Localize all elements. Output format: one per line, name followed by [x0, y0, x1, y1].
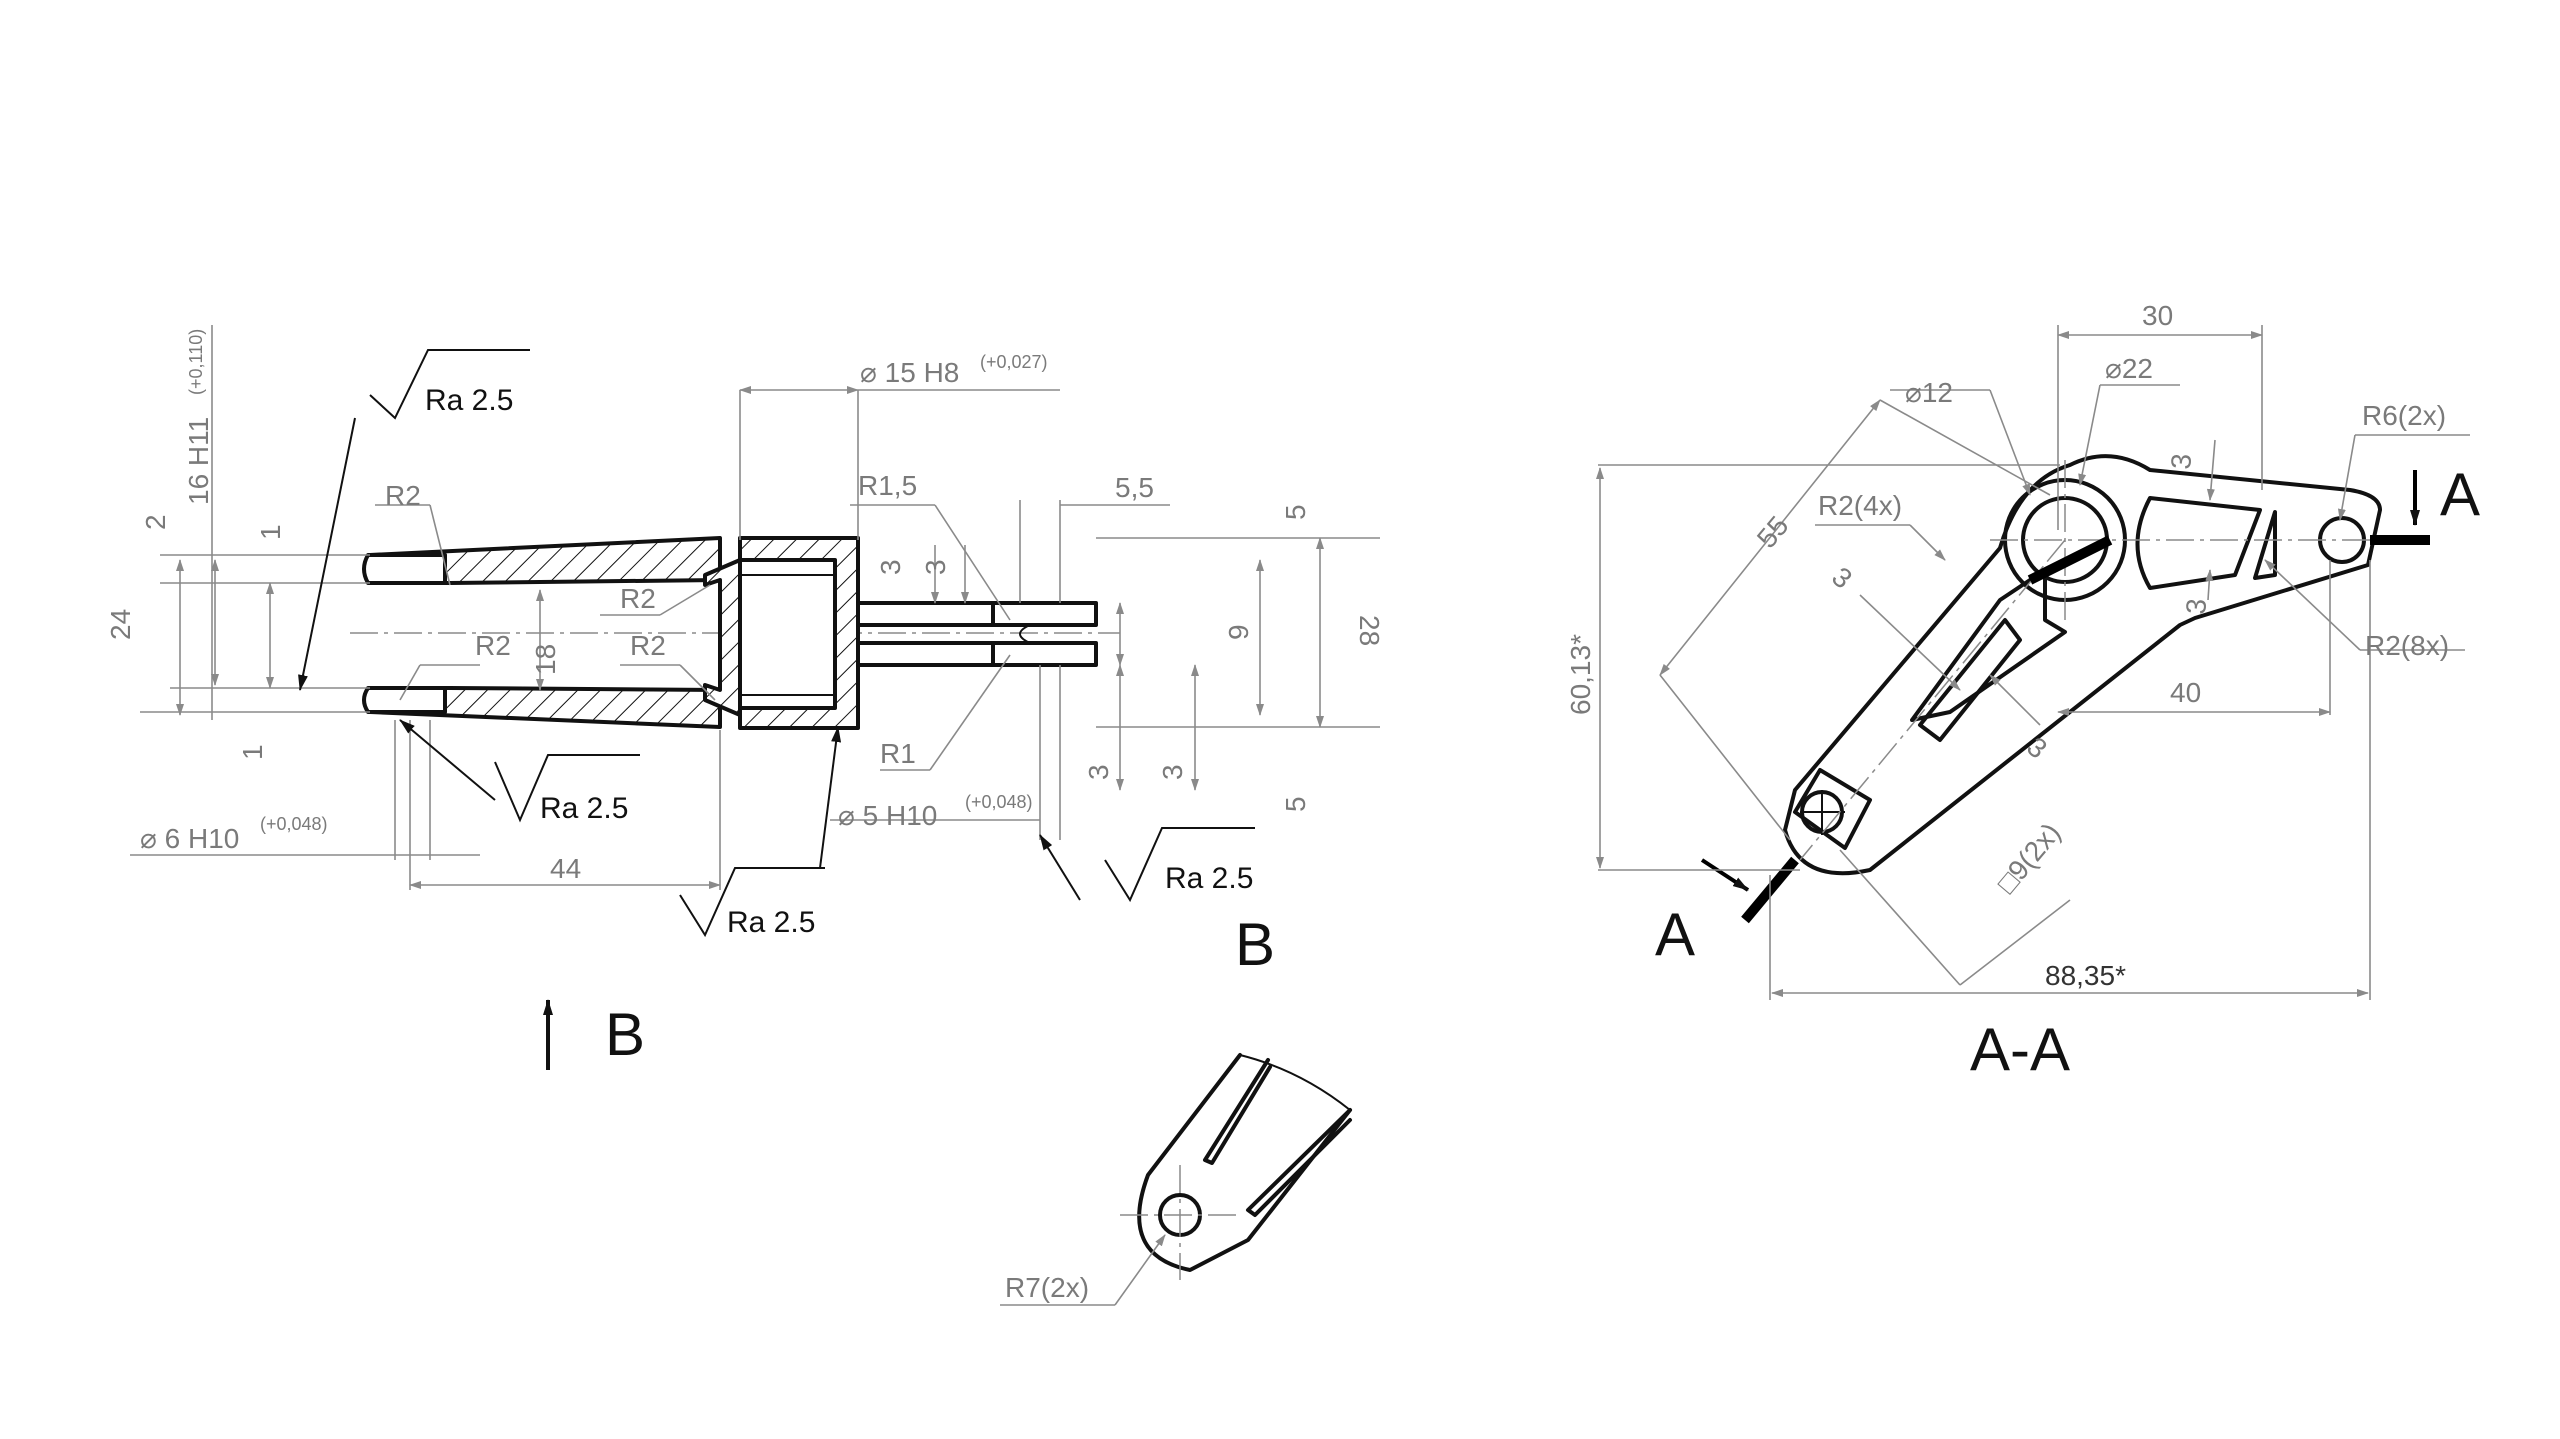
- section-view: 30 ⌀12 ⌀22 R6(2x) 55 R2(4x) 3 3 3 3 R2(8…: [1565, 300, 2480, 1083]
- ra-2: Ra 2.5: [540, 792, 628, 825]
- hub-bore: [738, 558, 837, 710]
- fork-lower: [856, 641, 995, 667]
- dim-88-35: 88,35*: [2045, 960, 2126, 991]
- detail-view: R7(2x): [1000, 1053, 1352, 1306]
- dim-3-a: 3: [875, 559, 906, 575]
- label-r2-d: R2: [630, 630, 666, 661]
- cut-label-a-top: A: [2440, 461, 2480, 528]
- dim-16h11: 16 H11: [183, 417, 214, 505]
- dim-3-b: 3: [920, 559, 951, 575]
- label-r6: R6(2x): [2362, 400, 2446, 431]
- fork-tip-lower: [991, 641, 1098, 667]
- label-r2-a: R2: [385, 480, 421, 511]
- bore-5-tol: (+0,048): [965, 792, 1033, 812]
- bore-6-label: ⌀ 6 H10: [140, 823, 239, 854]
- dim-2: 2: [140, 514, 171, 530]
- square-head: [1793, 768, 1872, 850]
- front-view-texts: 16 H11 (+0,110) 2 1 24 1 18 R2 R2 R2 R2 …: [105, 329, 1385, 1068]
- section-dimension-lines: [1596, 325, 2470, 1000]
- fork-tip-upper: [991, 601, 1098, 627]
- sec-dim-3-b: 3: [2180, 597, 2212, 615]
- dia-12-label: ⌀12: [1905, 377, 1953, 408]
- label-r7: R7(2x): [1005, 1272, 1089, 1303]
- section-title: A-A: [1970, 1016, 2070, 1083]
- label-r1-5: R1,5: [858, 470, 917, 501]
- bore-15-tol: (+0,027): [980, 352, 1048, 372]
- dim-24: 24: [105, 609, 136, 640]
- dim-3-c: 3: [1083, 764, 1114, 780]
- front-view: 16 H11 (+0,110) 2 1 24 1 18 R2 R2 R2 R2 …: [105, 325, 1385, 1070]
- dim-30: 30: [2142, 300, 2173, 331]
- label-r2-c: R2: [475, 630, 511, 661]
- lever-body: [1783, 454, 2382, 876]
- dim-40: 40: [2170, 677, 2201, 708]
- label-r2-8x: R2(8x): [2365, 630, 2449, 661]
- dim-16h11-tol: (+0,110): [186, 329, 206, 395]
- sq-9-label: □9(2x): [1991, 817, 2067, 899]
- sec-dim-3-c: 3: [1826, 561, 1858, 595]
- bore-5-label: ⌀ 5 H10: [838, 800, 937, 831]
- dim-18: 18: [530, 644, 561, 675]
- dim-3-d: 3: [1157, 764, 1188, 780]
- front-dimension-lines: [130, 325, 1380, 890]
- bore-15-label: ⌀ 15 H8: [860, 357, 959, 388]
- ra-3: Ra 2.5: [727, 906, 815, 939]
- dim-5-bottom: 5: [1280, 796, 1311, 812]
- dim-1-top: 1: [255, 524, 286, 540]
- label-r1: R1: [880, 738, 916, 769]
- dim-60-13: 60,13*: [1565, 634, 1596, 715]
- upper-eye: [362, 553, 447, 585]
- dim-44: 44: [550, 853, 581, 884]
- roughness-symbols: [298, 349, 1255, 938]
- cut-label-a-bottom: A: [1655, 901, 1695, 968]
- dim-9: 9: [1223, 624, 1254, 640]
- dim-28: 28: [1354, 615, 1385, 646]
- dim-5-top: 5: [1280, 504, 1311, 520]
- lower-eye: [362, 686, 447, 714]
- dim-55: 55: [1751, 510, 1795, 554]
- dia-22-label: ⌀22: [2105, 353, 2153, 384]
- sec-dim-3-a: 3: [2165, 452, 2197, 470]
- label-r2-b: R2: [620, 583, 656, 614]
- ra-4: Ra 2.5: [1165, 862, 1253, 895]
- dim-1-bottom: 1: [237, 744, 268, 760]
- view-b-arrow-label: B: [605, 1001, 645, 1068]
- dim-5-5: 5,5: [1115, 472, 1154, 503]
- fork-upper: [856, 601, 995, 627]
- web: [703, 558, 742, 717]
- bore-6-tol: (+0,048): [260, 814, 328, 834]
- view-b-label: B: [1235, 911, 1275, 978]
- ra-1: Ra 2.5: [425, 384, 513, 417]
- label-r2-4x: R2(4x): [1818, 490, 1902, 521]
